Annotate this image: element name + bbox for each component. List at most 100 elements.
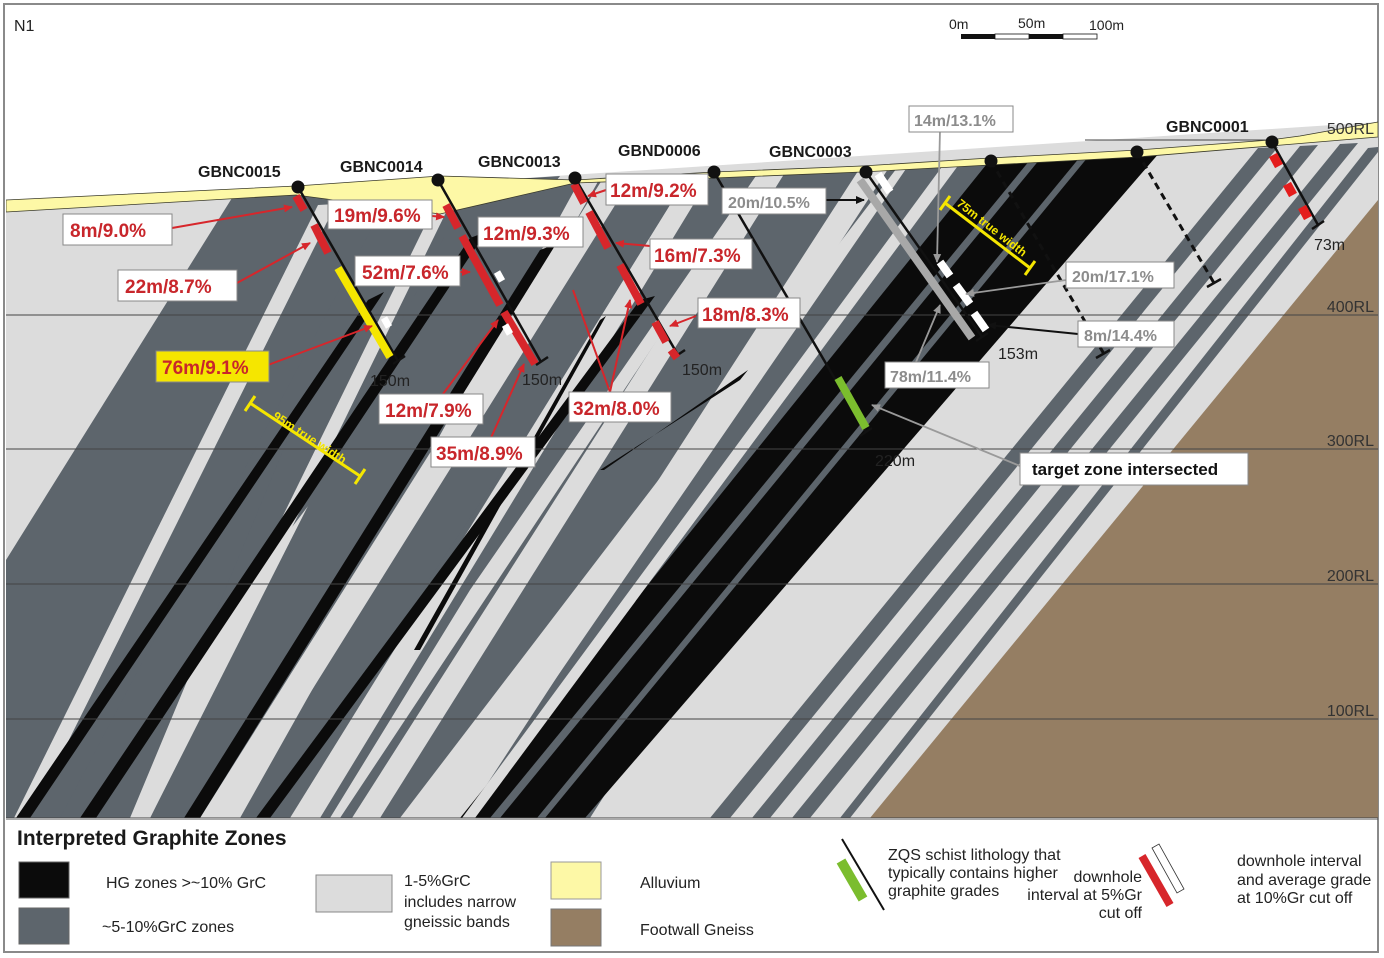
intercept-label: 52m/7.6% xyxy=(354,255,461,287)
legend-item-gneiss: Footwall Gneiss xyxy=(550,908,754,947)
legend-label: graphite grades xyxy=(888,883,999,900)
drillhole-gbnc0003[interactable] xyxy=(856,165,990,343)
legend-label: Alluvium xyxy=(640,875,700,892)
legend-title: Interpreted Graphite Zones xyxy=(17,827,287,850)
svg-text:8m/9.0%: 8m/9.0% xyxy=(70,221,146,242)
intercept-label: 32m/8.0% xyxy=(568,391,672,423)
target-zone-callout: target zone intersected xyxy=(1019,452,1249,486)
rl-label: 300RL xyxy=(1327,433,1374,450)
svg-text:20m/10.5%: 20m/10.5% xyxy=(728,195,810,212)
svg-text:32m/8.0%: 32m/8.0% xyxy=(573,399,660,420)
svg-text:16m/7.3%: 16m/7.3% xyxy=(654,246,741,267)
hole-names: GBNC0015 GBNC0014 GBNC0013 GBND0006 GBNC… xyxy=(198,119,1249,181)
svg-text:18m/8.3%: 18m/8.3% xyxy=(702,305,789,326)
intercept-label: 12m/9.2% xyxy=(605,173,709,206)
intercept-label: 16m/7.3% xyxy=(649,238,753,270)
zqs-interval-icon xyxy=(836,858,868,902)
legend-label: downhole xyxy=(1074,869,1143,886)
mid-grade-parting xyxy=(537,157,1088,818)
legend-label: HG zones >~10% GrC xyxy=(106,875,266,892)
intercept-leaders-10pct xyxy=(824,129,1079,467)
legend-item-alluvium: Alluvium xyxy=(550,861,700,900)
legend-label: gneissic bands xyxy=(404,914,510,931)
drillhole-gbnc0014[interactable] xyxy=(431,173,549,367)
footwall-gneiss xyxy=(870,200,1378,818)
scale-bar: 0m 50m 100m xyxy=(949,15,1124,40)
legend-label: includes narrow xyxy=(404,894,517,911)
legend: Interpreted Graphite Zones HG zones >~10… xyxy=(17,827,1371,947)
legend-label: 1-5%GrC xyxy=(404,873,471,890)
drillhole-gbnc0013[interactable] xyxy=(568,171,686,361)
depth-label: 150m xyxy=(370,373,410,390)
svg-text:20m/17.1%: 20m/17.1% xyxy=(1072,269,1154,286)
legend-label: typically contains higher xyxy=(888,865,1059,882)
svg-text:52m/7.6%: 52m/7.6% xyxy=(362,263,449,284)
rl-label: 500RL xyxy=(1327,121,1374,138)
legend-swatch xyxy=(550,908,602,947)
legend-label: at 10%Gr cut off xyxy=(1237,890,1353,907)
mid-grade-band xyxy=(60,186,470,818)
legend-item-intervals: downhole interval at 5%Gr cut off downho… xyxy=(1027,843,1371,922)
svg-text:12m/9.3%: 12m/9.3% xyxy=(483,224,570,245)
hole-label: GBNC0015 xyxy=(198,164,281,181)
intercept-labels-10pct: 20m/10.5% 14m/13.1% 20m/17.1% 8m/14.4% 7… xyxy=(721,105,1175,389)
high-grade-band xyxy=(256,296,655,818)
callout-text: target zone intersected xyxy=(1032,460,1218,479)
depth-label: 153m xyxy=(998,346,1038,363)
low-grade-band xyxy=(440,166,890,818)
scale-label: 50m xyxy=(1018,15,1045,31)
intercept-label: 35m/8.9% xyxy=(430,436,536,468)
rl-labels: 500RL 400RL 300RL 200RL 100RL xyxy=(1327,121,1374,720)
legend-label: Footwall Gneiss xyxy=(640,922,754,939)
svg-text:12m/7.9%: 12m/7.9% xyxy=(385,401,472,422)
scale-label: 100m xyxy=(1089,17,1124,33)
mid-grade-parting xyxy=(490,159,1040,818)
depth-label: 73m xyxy=(1314,237,1345,254)
legend-item-hg: HG zones >~10% GrC xyxy=(18,861,266,899)
rl-label: 100RL xyxy=(1327,703,1374,720)
legend-label: ZQS schist lithology that xyxy=(888,847,1061,864)
svg-text:14m/13.1%: 14m/13.1% xyxy=(914,113,996,130)
high-grade-band xyxy=(184,244,556,818)
svg-text:12m/9.2%: 12m/9.2% xyxy=(610,181,697,202)
mid-grade-band xyxy=(240,173,690,818)
rl-label: 400RL xyxy=(1327,299,1374,316)
drillhole-gbnc0015[interactable] xyxy=(291,180,406,366)
drillhole-gbnc0001[interactable] xyxy=(1265,135,1325,231)
svg-text:35m/8.9%: 35m/8.9% xyxy=(436,444,523,465)
legend-item-low: 1-5%GrC includes narrow gneissic bands xyxy=(315,873,517,931)
interval-5-icon xyxy=(1138,854,1174,907)
intercept-label: 18m/8.3% xyxy=(697,297,801,329)
section-label: N1 xyxy=(14,18,35,35)
high-grade-band xyxy=(80,232,486,818)
legend-label: and average grade xyxy=(1237,872,1371,889)
hole-label: GBNC0013 xyxy=(478,154,561,171)
intercept-leaders xyxy=(171,189,697,441)
planned-hole[interactable] xyxy=(1130,145,1222,289)
intercept-label-highlight: 76m/9.1% xyxy=(155,350,270,383)
intercept-label: 8m/9.0% xyxy=(62,213,173,246)
intercept-label: 12m/9.3% xyxy=(477,216,584,248)
intercept-label: 22m/8.7% xyxy=(117,269,238,302)
rl-grid xyxy=(6,139,1378,818)
intercept-label: 20m/17.1% xyxy=(1065,261,1175,289)
high-grade-band xyxy=(16,292,384,818)
intercept-label: 14m/13.1% xyxy=(908,105,1014,133)
scale-label: 0m xyxy=(949,16,968,32)
legend-swatch xyxy=(18,907,70,945)
legend-swatch xyxy=(18,861,70,899)
depth-label: 220m xyxy=(875,453,915,470)
hole-label: GBNC0003 xyxy=(769,144,852,161)
depth-labels: 150m 150m 150m 220m 153m 73m xyxy=(370,237,1345,470)
depth-label: 150m xyxy=(682,362,722,379)
intercept-label: 8m/14.4% xyxy=(1077,320,1175,348)
legend-swatch xyxy=(315,874,393,913)
legend-label: ~5-10%GrC zones xyxy=(102,919,234,936)
depth-label: 150m xyxy=(522,372,562,389)
legend-label: downhole interval xyxy=(1237,853,1362,870)
intercept-label: 78m/11.4% xyxy=(884,361,990,389)
svg-text:19m/9.6%: 19m/9.6% xyxy=(334,206,421,227)
hole-label: GBNC0001 xyxy=(1166,119,1249,136)
svg-text:22m/8.7%: 22m/8.7% xyxy=(125,277,212,298)
